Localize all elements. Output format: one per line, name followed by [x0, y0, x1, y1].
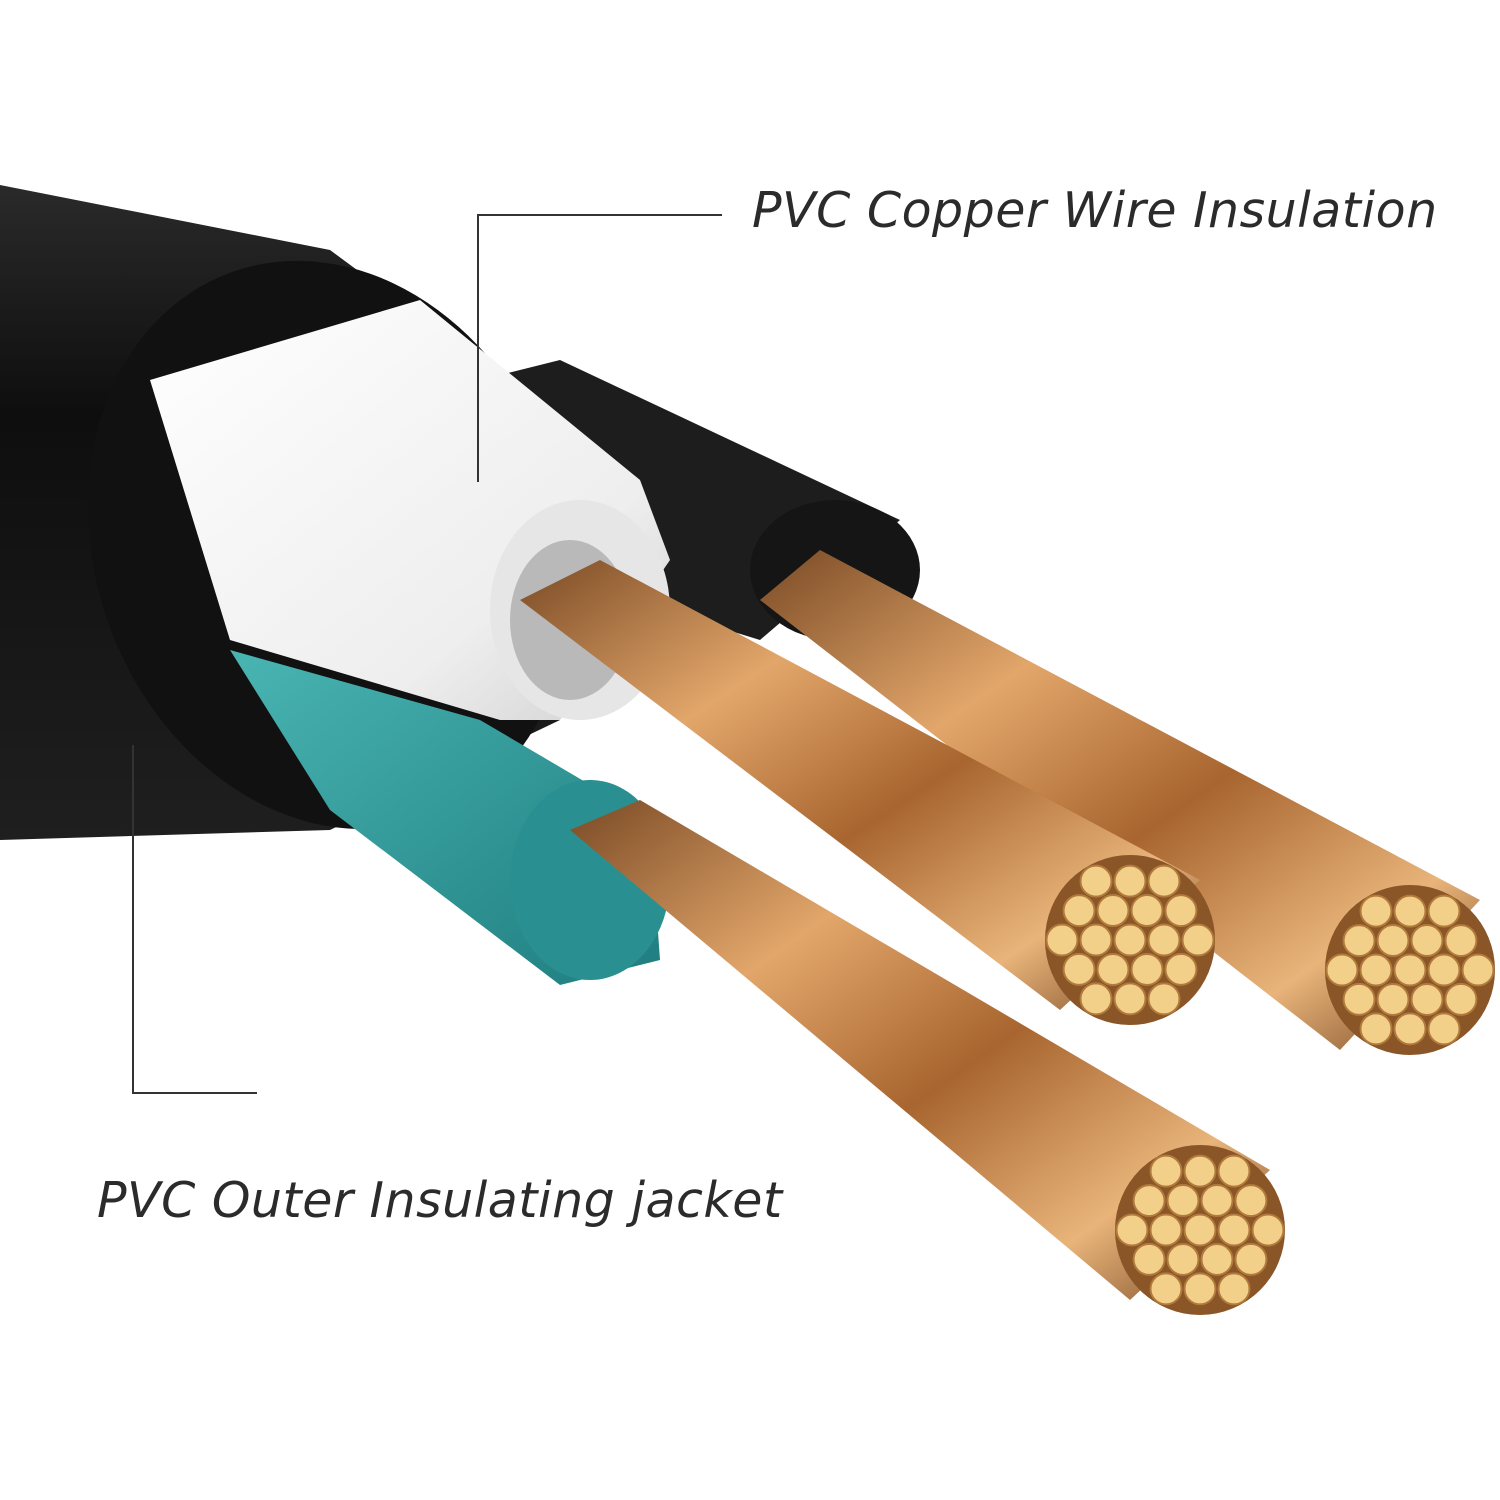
strand-end — [1234, 1242, 1268, 1276]
strand-end — [1410, 982, 1444, 1016]
strand-end — [1062, 952, 1096, 986]
strand-end — [1079, 864, 1113, 898]
strand-end — [1149, 1213, 1183, 1247]
strand-end — [1166, 1184, 1200, 1218]
strand-end — [1427, 953, 1461, 987]
strand-end — [1132, 1242, 1166, 1276]
strand-end — [1376, 924, 1410, 958]
strand-end — [1410, 924, 1444, 958]
strand-end — [1183, 1272, 1217, 1306]
strand-end — [1444, 924, 1478, 958]
strands-middle — [1045, 855, 1215, 1025]
strand-end — [1130, 952, 1164, 986]
strand-end — [1200, 1184, 1234, 1218]
strand-end — [1393, 894, 1427, 928]
strand-end — [1234, 1184, 1268, 1218]
strand-end — [1113, 864, 1147, 898]
strand-end — [1461, 953, 1495, 987]
strand-end — [1045, 923, 1079, 957]
strand-end — [1113, 923, 1147, 957]
strand-end — [1444, 982, 1478, 1016]
strand-end — [1079, 923, 1113, 957]
strand-end — [1149, 1272, 1183, 1306]
copper-bundle-bottom — [570, 800, 1270, 1300]
strand-end — [1217, 1154, 1251, 1188]
strand-end — [1096, 894, 1130, 928]
strand-end — [1113, 982, 1147, 1016]
strand-end — [1062, 894, 1096, 928]
strands-right — [1325, 885, 1495, 1055]
strand-end — [1342, 924, 1376, 958]
strand-end — [1164, 952, 1198, 986]
strand-end — [1183, 1213, 1217, 1247]
strand-end — [1079, 982, 1113, 1016]
strand-end — [1342, 982, 1376, 1016]
copper-bundle-right — [760, 550, 1480, 1050]
strand-end — [1393, 1012, 1427, 1046]
strand-end — [1200, 1242, 1234, 1276]
strand-end — [1217, 1272, 1251, 1306]
leader-line-bottom — [132, 745, 257, 1094]
strand-end — [1393, 953, 1427, 987]
strand-end — [1427, 1012, 1461, 1046]
strand-end — [1115, 1213, 1149, 1247]
strand-end — [1164, 894, 1198, 928]
strand-end — [1183, 1154, 1217, 1188]
strand-end — [1217, 1213, 1251, 1247]
strand-end — [1427, 894, 1461, 928]
strand-end — [1147, 864, 1181, 898]
strand-end — [1181, 923, 1215, 957]
strand-end — [1376, 982, 1410, 1016]
label-outer-jacket: PVC Outer Insulating jacket — [97, 1172, 783, 1229]
strand-end — [1149, 1154, 1183, 1188]
strand-end — [1359, 953, 1393, 987]
leader-line-top — [477, 214, 722, 482]
strand-end — [1251, 1213, 1285, 1247]
strand-end — [1147, 923, 1181, 957]
strand-end — [1132, 1184, 1166, 1218]
label-copper-wire-insulation: PVC Copper Wire Insulation — [752, 182, 1438, 239]
strand-end — [1325, 953, 1359, 987]
strands-bottom — [1115, 1145, 1285, 1315]
strand-end — [1147, 982, 1181, 1016]
strand-end — [1359, 894, 1393, 928]
strand-end — [1096, 952, 1130, 986]
copper-bundle-middle — [520, 560, 1200, 1010]
strand-end — [1130, 894, 1164, 928]
strand-end — [1359, 1012, 1393, 1046]
strand-end — [1166, 1242, 1200, 1276]
